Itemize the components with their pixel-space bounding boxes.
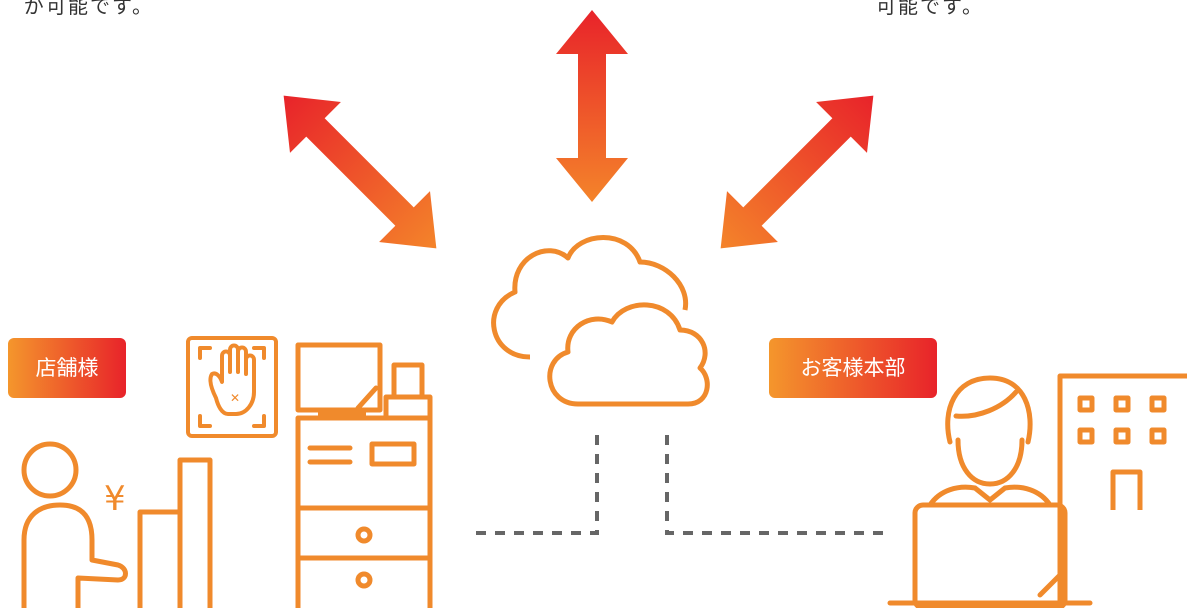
kiosk-terminal-icon	[295, 342, 433, 608]
arrow-vertical	[556, 10, 628, 202]
cloud-icon	[491, 235, 710, 407]
palm-scanner-icon	[186, 336, 278, 438]
hq-building-icon	[1057, 373, 1187, 608]
store-badge-bg	[8, 338, 126, 398]
store-label: 店舗様	[35, 356, 99, 380]
arrow-left-diagonal	[283, 95, 437, 249]
store-clerk-icon	[21, 441, 128, 608]
hq-label: お客様本部	[800, 356, 906, 380]
caption-left: が可能です。	[24, 0, 154, 18]
caption-right: 可能です。	[876, 0, 984, 18]
arrow-right-diagonal	[720, 95, 874, 249]
register-counter-icon	[137, 457, 213, 608]
connection-lines	[470, 435, 885, 535]
palm-mark-icon: ✕	[230, 391, 240, 405]
hq-badge-bg	[769, 338, 937, 398]
kiosk-tray	[318, 409, 366, 418]
yen-icon: ¥	[104, 479, 126, 519]
hq-operator-icon	[887, 375, 1093, 608]
